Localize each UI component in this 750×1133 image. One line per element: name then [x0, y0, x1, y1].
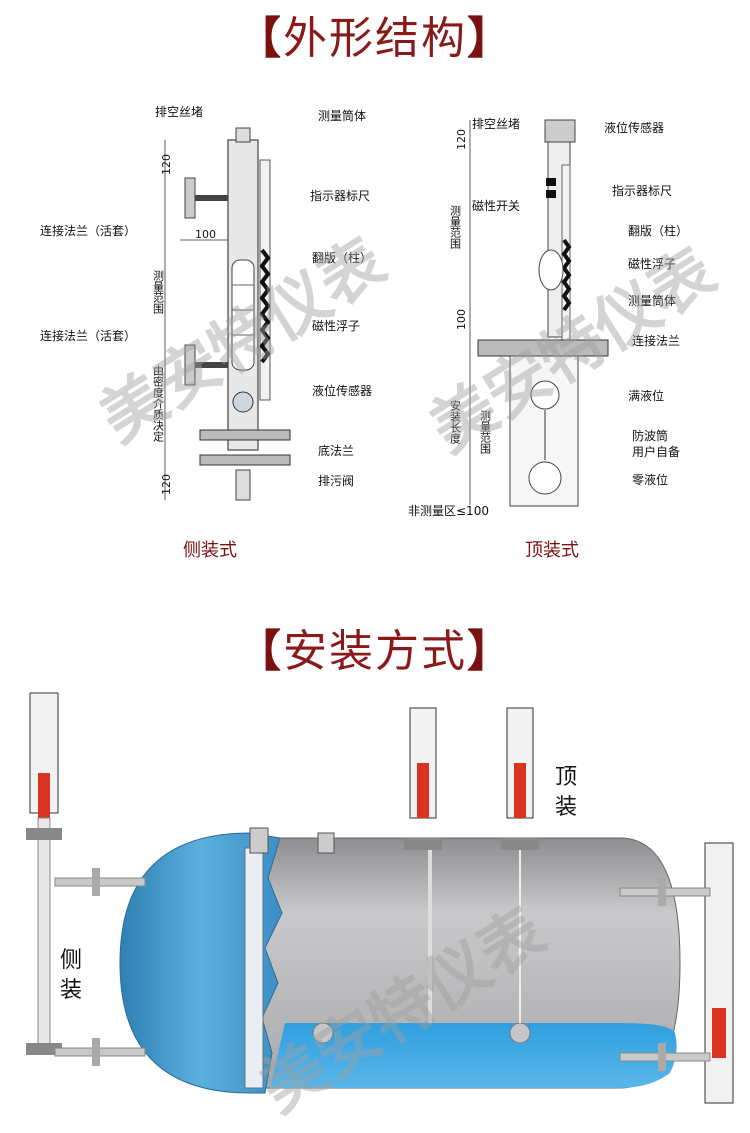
top-dim-top: 120	[455, 129, 468, 150]
top-label-float: 磁性浮子	[628, 256, 676, 271]
side-flip-plates	[259, 248, 271, 364]
section-title-text: 外形结构	[283, 13, 467, 64]
tank-cutaway-end	[119, 832, 283, 1094]
top-label-indicator: 指示器标尺	[612, 183, 672, 198]
side-label-indicator: 指示器标尺	[310, 188, 370, 203]
side-label-vent-plug: 排空丝堵	[155, 105, 203, 119]
side-label-flip-plate: 翻版（柱）	[312, 250, 372, 265]
side-dim-width: 100	[195, 228, 216, 241]
top-dim-range2: 测量范围	[479, 410, 492, 455]
side-label-flange-bottom: 连接法兰（活套）	[40, 328, 136, 343]
side-label-flange-top: 连接法兰（活套）	[40, 223, 136, 238]
side-vent-plug-shape	[235, 127, 251, 143]
side-float-shape	[231, 259, 255, 371]
bracket-left-2: 【	[237, 626, 283, 677]
top-dim-install-length: 安装长度	[449, 399, 462, 445]
top-flange	[477, 339, 609, 357]
top-label-flange: 连接法兰	[632, 333, 680, 348]
side-label-float: 磁性浮子	[312, 318, 360, 333]
side-drain-valve-shape	[235, 469, 251, 501]
side-sensor-shape	[232, 391, 254, 413]
side-base-flange	[199, 429, 291, 441]
side-dim-bottom: 120	[160, 474, 173, 495]
bracket-right-2: 】	[467, 626, 513, 677]
top-label-user-supplied: 用户自备	[632, 444, 680, 459]
side-mount-diagram	[164, 127, 291, 501]
tank-liquid	[270, 1023, 677, 1088]
side-label-drain: 排污阀	[318, 474, 354, 488]
top-label-full: 满液位	[628, 388, 664, 403]
top-label-vent: 排空丝堵	[472, 117, 520, 131]
top-dim-range: 测量范围	[449, 205, 462, 250]
side-caption: 侧装式	[183, 540, 237, 561]
structure-diagrams: 排空丝堵 测量筒体 连接法兰（活套） 指示器标尺 翻版（柱） 连接法兰（活套） …	[40, 105, 688, 518]
side-label-bottom-flange: 底法兰	[318, 443, 354, 458]
left-gauge-red	[38, 773, 50, 818]
storage-tank	[119, 827, 681, 1094]
left-side-gauge	[26, 692, 146, 1066]
side-install-label: 侧装	[59, 948, 82, 1003]
top-mount-diagram	[469, 119, 609, 507]
top-label-sensor: 液位传感器	[604, 120, 664, 135]
side-label-sensor: 液位传感器	[312, 383, 372, 398]
top-label-flip: 翻版（柱）	[628, 223, 688, 238]
section2-title-text: 安装方式	[283, 626, 467, 677]
tank-internal-gauge	[244, 847, 264, 1089]
side-density-note: 由密度介质决定	[152, 364, 165, 443]
bracket-left: 【	[237, 13, 283, 64]
side-dim-measure-range: 测量范围	[152, 270, 165, 315]
section-title-structure: 【外形结构】	[0, 2, 750, 66]
top-label-wave-guard: 防波筒	[632, 428, 668, 443]
top-caption: 顶装式	[525, 540, 579, 561]
section-title-installation: 【安装方式】	[0, 615, 750, 679]
top-label-mag-switch: 磁性开关	[472, 198, 520, 213]
side-bottom-flange	[184, 344, 196, 386]
top-gauge-1	[404, 707, 442, 850]
side-label-measure-tube: 测量筒体	[318, 108, 366, 123]
right-side-gauge	[619, 842, 734, 1104]
top-label-zero: 零液位	[632, 472, 668, 487]
top-install-label: 顶装	[554, 765, 577, 820]
top-label-tube: 测量筒体	[628, 293, 676, 308]
side-dim-top: 120	[160, 154, 173, 175]
top-gauge-2	[501, 707, 539, 850]
bracket-right: 】	[467, 13, 513, 64]
top-label-non-measure: 非测量区≤100	[408, 504, 489, 518]
installation-illustration	[26, 692, 734, 1104]
top-dim-mid: 100	[455, 309, 468, 330]
top-sensor-head	[544, 119, 576, 143]
side-top-flange	[184, 177, 196, 219]
